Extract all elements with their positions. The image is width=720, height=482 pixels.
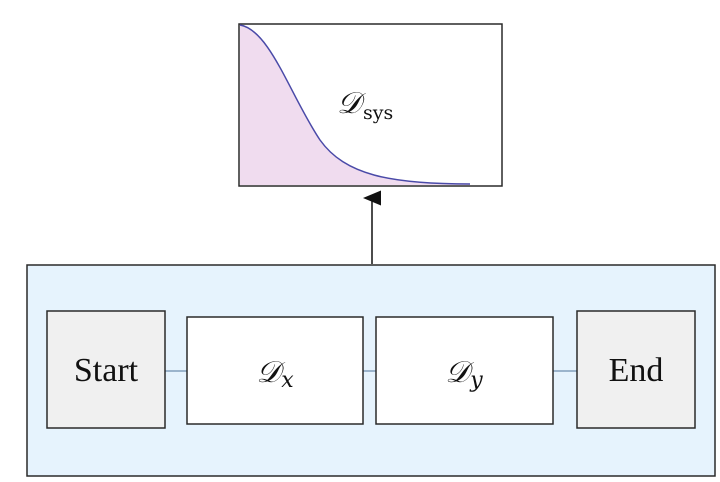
distribution-curve [239, 24, 471, 185]
dy-label: 𝒟y [445, 355, 483, 393]
dx-node-box [186, 316, 364, 425]
dx-node: 𝒟x [186, 316, 364, 425]
start-label: Start [74, 352, 139, 389]
start-node: Start [46, 310, 166, 429]
dy-label-sub: y [469, 368, 483, 393]
end-node: End [576, 310, 696, 429]
system-label-sub: sys [363, 102, 393, 124]
end-node-box [576, 310, 696, 429]
dy-node-box [375, 316, 554, 425]
pipeline-container: Start 𝒟x 𝒟y End [26, 264, 716, 477]
dy-node: 𝒟y [375, 316, 554, 425]
end-label: End [609, 352, 664, 389]
start-node-box [46, 310, 166, 429]
distribution-area [240, 25, 470, 185]
dx-label-sub: x [281, 368, 294, 393]
